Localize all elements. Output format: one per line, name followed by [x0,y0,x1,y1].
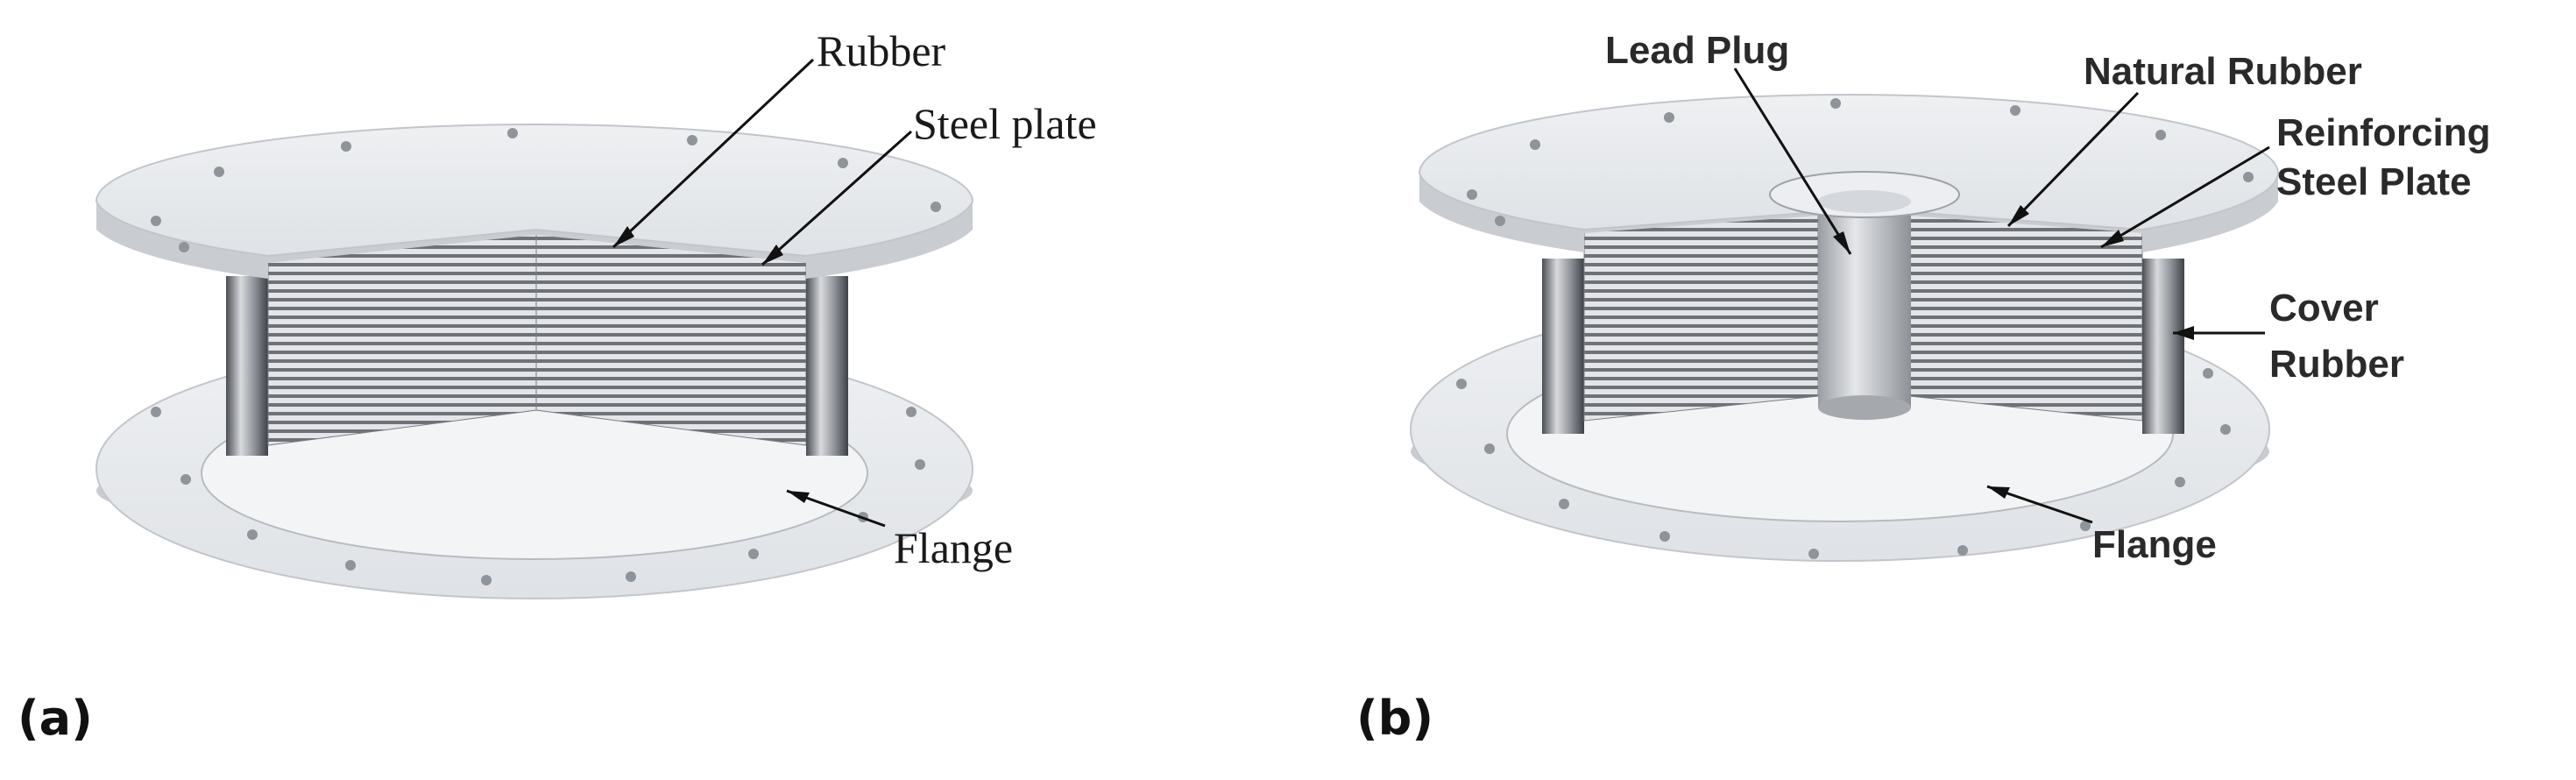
laminated-core-a [226,229,848,456]
panel-label-a: (a) [18,691,93,746]
label-cover-line1: Cover [2269,287,2379,330]
label-rubber: Rubber [817,26,946,75]
label-natural-rubber: Natural Rubber [2084,50,2362,93]
callout-reinforcing-steel-plate: Reinforcing Steel Plate [2100,111,2490,249]
label-reinforcing-line2: Steel Plate [2276,160,2472,203]
callout-cover-rubber: Cover Rubber [2173,287,2404,386]
label-flange-b: Flange [2092,523,2217,566]
bolt-holes-bottom-b [1456,368,2231,559]
label-lead-plug: Lead Plug [1605,29,1789,72]
callout-natural-rubber: Natural Rubber [2006,50,2362,228]
callout-lead-plug: Lead Plug [1605,29,1852,255]
callout-flange-a: Flange [786,489,1013,572]
label-steel-plate: Steel plate [913,99,1097,148]
bolt-holes-top-a [151,128,941,252]
label-cover-line2: Rubber [2269,343,2404,386]
bolt-holes-bottom-a [151,407,925,585]
top-flange-a [95,124,974,279]
panel-b: Lead Plug Natural Rubber Reinforcing Ste… [1356,29,2490,746]
bolt-holes-top-b [1467,98,2254,226]
callout-rubber-a: Rubber [612,26,946,249]
panel-a: Rubber Steel plate Flange (a) [18,26,1097,746]
top-flange-b [1418,94,2280,252]
callout-steel-plate-a: Steel plate [761,99,1097,266]
label-reinforcing-line1: Reinforcing [2276,111,2490,154]
label-flange-a: Flange [894,523,1013,572]
callout-flange-b: Flange [1986,485,2217,566]
panel-label-b: (b) [1356,691,1433,746]
